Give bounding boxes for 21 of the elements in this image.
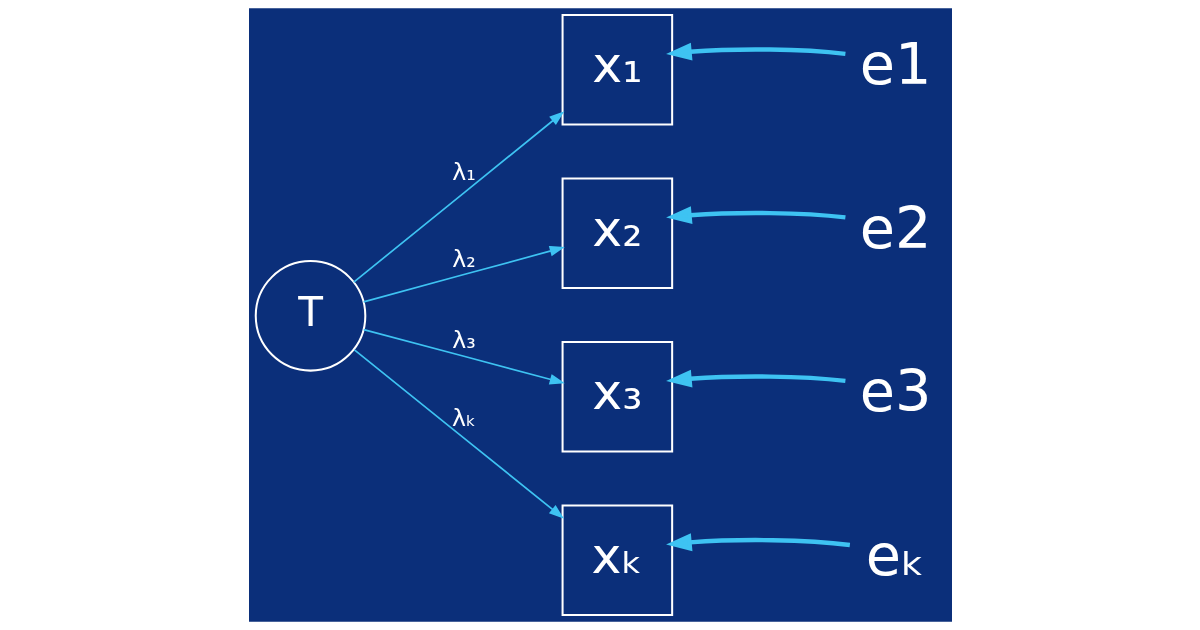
node-box: xₖ bbox=[561, 504, 673, 617]
arrow bbox=[665, 533, 850, 552]
arrow bbox=[362, 328, 565, 385]
node-box: x₃ bbox=[561, 340, 673, 453]
node-text: e2 bbox=[859, 194, 931, 262]
arrow bbox=[352, 111, 564, 283]
edge-label: λₖ bbox=[451, 403, 476, 432]
edge-label: λ₃ bbox=[451, 326, 476, 355]
edge-label: λ₁ bbox=[451, 157, 476, 186]
node-text: e3 bbox=[859, 358, 931, 426]
node-circle: T bbox=[254, 260, 366, 372]
arrow bbox=[665, 42, 846, 61]
edge-label: λ₂ bbox=[451, 245, 476, 274]
arrow bbox=[665, 369, 846, 388]
arrow bbox=[665, 206, 846, 225]
arrow bbox=[362, 245, 565, 303]
arrow bbox=[353, 349, 564, 519]
node-text: e1 bbox=[859, 31, 931, 99]
node-box: x₂ bbox=[561, 177, 673, 290]
node-box: x₁ bbox=[561, 13, 673, 126]
node-text: eₖ bbox=[865, 521, 925, 589]
